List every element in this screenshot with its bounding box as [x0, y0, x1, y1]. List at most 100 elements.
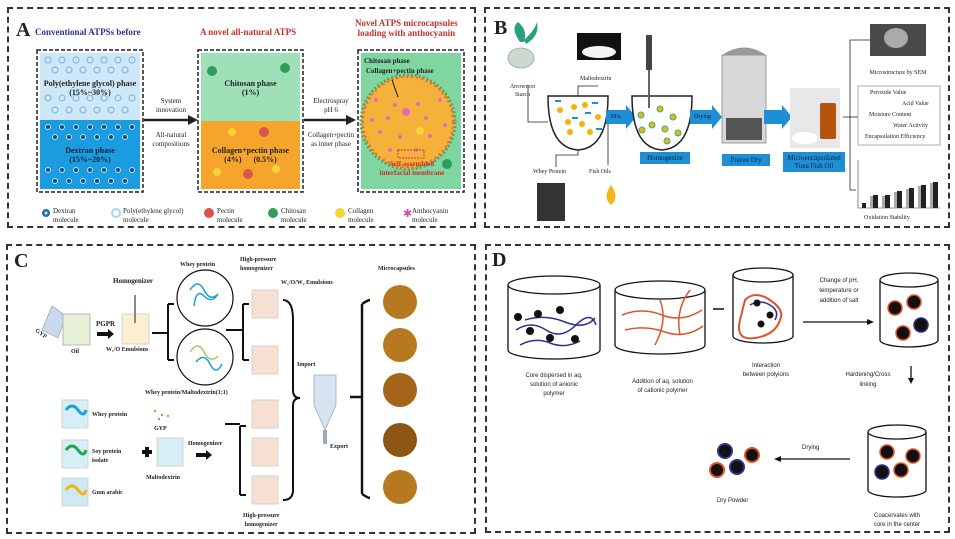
- capsule: [359, 73, 457, 171]
- oxidation-label: Oxidation Stability: [864, 215, 910, 221]
- label-line: isolate: [92, 458, 109, 464]
- whey-malto-label: Whey protein/Maltodextrin(1:1): [145, 390, 228, 396]
- label-line: homogenizer: [240, 266, 273, 272]
- wall-whey-label: Whey protein: [92, 412, 128, 418]
- label-line: Change of pH,: [819, 278, 859, 284]
- legend-text: molecule: [348, 216, 374, 224]
- w1o-label: W₁/O Emulsions: [106, 347, 149, 353]
- label-line: addition of salt: [819, 298, 859, 304]
- label-line: as inner phase: [311, 140, 351, 148]
- test-item: Acid Value: [902, 101, 929, 107]
- heading-conventional: Conventional ATPSs before: [35, 27, 141, 37]
- change-caption: Change of pH, temperature or addition of s…: [808, 276, 870, 306]
- step3-caption: Interaction between polyions: [735, 362, 797, 380]
- beaker-2: [614, 290, 706, 355]
- legend-text: molecule: [53, 216, 79, 224]
- heading-line: Novel ATPS microcapsules: [355, 18, 458, 28]
- label-line: compositions: [152, 140, 190, 148]
- legend-text: Pectin: [217, 207, 235, 215]
- maltodextrin-label-c: Maltodextrin: [146, 475, 180, 481]
- legend-peg: Poly(ethylene glycol)molecule: [123, 207, 183, 225]
- panel-b: [484, 7, 950, 228]
- pgpr-label: PGPR: [96, 320, 116, 328]
- collagen-phase-label: Collagen+pectin phase(4%) (0.5%): [201, 146, 300, 164]
- legend-text: Anthocyanin: [412, 207, 449, 215]
- panel-b-label: B: [494, 17, 508, 39]
- wall-soy-label: Soy protein isolate: [92, 448, 121, 466]
- label-line: of cationic polymer: [637, 388, 688, 394]
- test-item: Encapsulation Efficiency: [865, 134, 926, 140]
- dry-powder-caption: Dry Powder: [717, 498, 749, 504]
- beaker-1: [507, 285, 601, 360]
- label-line: (15%~20%): [69, 155, 111, 164]
- heading-novel-atps: A novel all-natural ATPS: [200, 27, 297, 37]
- svg-text:✱: ✱: [403, 208, 412, 220]
- legend-text: molecule: [123, 216, 149, 224]
- panel-a-label: A: [16, 19, 31, 41]
- label-line: Self-assembled: [389, 160, 435, 168]
- peg-phase-label: Poly(ethylene glycol) phase(15%~30%): [40, 79, 140, 97]
- whey-protein-label: Whey protein: [180, 262, 216, 268]
- whey-malto-circle: [176, 328, 234, 386]
- label-line: System: [160, 97, 182, 105]
- homogenize-tag: Homogenize: [640, 152, 690, 164]
- mix-label: Mix: [611, 114, 622, 120]
- maltodextrin-label: Maltodextrin: [580, 76, 612, 82]
- wall-gum-label: Gum arabic: [92, 490, 123, 496]
- fish-oils-label: Fish Oils: [589, 169, 611, 175]
- label-line: temperature or: [819, 288, 859, 294]
- whey-protein-circle: [176, 269, 234, 327]
- label-line: (1%): [241, 88, 260, 97]
- panel-c-label: C: [14, 250, 29, 272]
- legend-text: molecule: [281, 216, 307, 224]
- tag-line: Tuna Fish Oil: [794, 162, 834, 170]
- label-line: homogenizer: [244, 522, 278, 528]
- tag-line: Microencapsulated: [787, 154, 841, 162]
- panel-d-label: D: [492, 249, 507, 271]
- step1-caption: Core dispersed in aq.solution of anionic…: [514, 372, 594, 399]
- heading-line: loading with anthocyanin: [357, 28, 456, 38]
- label-line: Interaction: [751, 363, 781, 369]
- label-line: Poly(ethylene glycol) phase: [43, 79, 137, 88]
- test-item: Water Activity: [893, 123, 929, 129]
- chitosan-phase-label: Chitosan phase(1%): [201, 79, 300, 97]
- homogenizer-label: Homogenizer: [113, 277, 154, 285]
- label-line: polymer: [543, 391, 565, 397]
- label-line: innovation: [156, 106, 186, 114]
- label-line: core in the center: [873, 522, 921, 528]
- label-line: between polyions: [742, 372, 790, 378]
- legend-text: Chitosan: [281, 207, 306, 215]
- sem-label: Microstructure by SEM: [869, 70, 927, 76]
- label-line: Soy protein: [92, 449, 122, 455]
- oxidation-chart: [857, 160, 940, 209]
- test-item: Peroxide Value: [870, 90, 907, 96]
- whey-label: Whey Protein: [533, 169, 567, 175]
- capsule-collagen-label: Collagen+pectin phase: [366, 67, 434, 75]
- label-line: interfacial membrane: [379, 169, 445, 177]
- label-line: solution of anionic: [529, 382, 579, 388]
- legend-text: Poly(ethylene glycol): [123, 207, 184, 215]
- label-line: linking: [859, 382, 877, 388]
- legend-text: molecule: [217, 216, 243, 224]
- import-label: Import: [297, 362, 316, 368]
- legend-text: molecule: [412, 216, 438, 224]
- spray-dryer: [313, 374, 337, 444]
- label-line: Chitosan phase: [224, 79, 277, 88]
- capsule-chitosan-label: Chitosan phase: [364, 57, 410, 65]
- panel-a: [7, 7, 476, 228]
- label-line: Dextran phase: [65, 146, 115, 155]
